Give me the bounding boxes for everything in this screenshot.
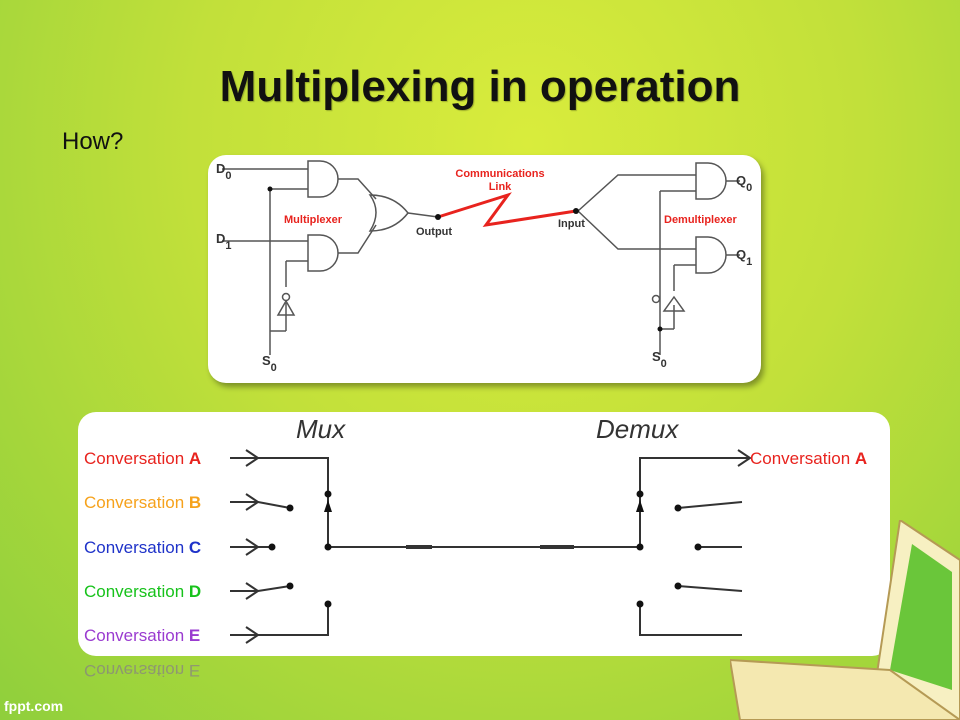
and-to-or-bottom: [338, 224, 377, 254]
mux-wire-e: [258, 604, 329, 636]
mux-demux-panel: Mux Demux Conversation A Conversation B Co…: [78, 412, 890, 656]
and-gate-bottom: [307, 234, 339, 272]
slide-title: Multiplexing in operation: [219, 62, 741, 111]
output-conversation-label: Conversation A: [750, 449, 867, 468]
arrow-c: [230, 538, 260, 556]
demux-contact-c: [694, 543, 702, 551]
mux-wire-b: [257, 501, 291, 509]
logic-diagram: D0 D1 S0 S0 Q0 Q1 Multiplexer Demultiple…: [216, 160, 752, 374]
label-demux: Demux: [596, 414, 679, 444]
label-d1: D1: [216, 231, 232, 252]
demux-contact-d: [674, 582, 682, 590]
slide-subtitle: How?: [62, 128, 124, 155]
input-node: [573, 208, 579, 214]
or-gate: [368, 194, 409, 232]
conversation-label-b: Conversation B: [84, 493, 201, 512]
and-to-or-top: [338, 178, 377, 200]
label-link-line1: Communications: [455, 168, 544, 180]
conversation-label-e: Conversation E: [84, 626, 200, 645]
demux-inverter-triangle: [662, 295, 686, 312]
mux-pivot: [324, 543, 332, 551]
conversation-label-a: Conversation A: [84, 449, 201, 468]
label-demultiplexer: Demultiplexer: [664, 214, 737, 226]
mux-switch-arrow: [324, 500, 332, 512]
demux-select-node: [657, 326, 663, 332]
demux-upper-wire: [577, 174, 696, 212]
demux-contact-b: [674, 504, 682, 512]
laptop-icon: [730, 520, 960, 720]
demux-contact-e: [636, 600, 644, 608]
label-output: Output: [416, 226, 452, 238]
demux-pivot: [636, 543, 644, 551]
arrow-a: [230, 449, 260, 467]
demux-contact-a: [636, 490, 644, 498]
conversation-e-reflection: Conversation E: [84, 661, 201, 680]
demux-inverter-bubble: [651, 294, 661, 304]
communications-link: [437, 192, 577, 228]
label-s-left: S0: [262, 353, 277, 374]
demux-and-top: [695, 162, 727, 200]
conversation-label-d: Conversation D: [84, 582, 201, 601]
mux-wire-d: [257, 585, 291, 592]
footer-brand: fppt.com: [4, 698, 64, 714]
label-mux: Mux: [296, 414, 346, 444]
mux-contact-e: [324, 600, 332, 608]
or-output: [407, 212, 439, 218]
output-node: [435, 214, 441, 220]
mux-demux-diagram: Mux Demux Conversation A Conversation B Co…: [84, 414, 867, 645]
and-gate-top: [307, 160, 339, 198]
arrow-e: [230, 626, 260, 644]
demux-lower-wire: [577, 210, 696, 250]
mux-contact-d: [286, 582, 294, 590]
label-multiplexer: Multiplexer: [284, 214, 343, 226]
arrow-d: [230, 582, 260, 600]
mux-contact-b: [286, 504, 294, 512]
label-link-line2: Link: [489, 181, 512, 193]
inverter-bubble: [281, 292, 291, 302]
inverter-triangle: [276, 299, 296, 316]
select-node: [267, 186, 273, 192]
mux-contact-a: [324, 490, 332, 498]
logic-diagram-panel: D0 D1 S0 S0 Q0 Q1 Multiplexer Demultiple…: [208, 155, 761, 383]
demux-and-bottom: [695, 236, 727, 274]
demux-wire-a: [639, 449, 752, 494]
arrow-b: [230, 493, 260, 511]
label-s-right: S0: [652, 349, 667, 370]
label-input: Input: [558, 218, 585, 230]
conversation-label-c: Conversation C: [84, 538, 201, 557]
demux-switch-arrow: [636, 500, 644, 512]
label-q0: Q0: [736, 173, 752, 194]
demux-wire-d: [677, 585, 743, 592]
label-q1: Q1: [736, 247, 752, 268]
mux-wire-a: [258, 457, 329, 494]
label-d0: D0: [216, 161, 232, 182]
demux-wire-b: [677, 501, 743, 509]
demux-wire-e: [639, 604, 742, 636]
mux-contact-c: [268, 543, 276, 551]
